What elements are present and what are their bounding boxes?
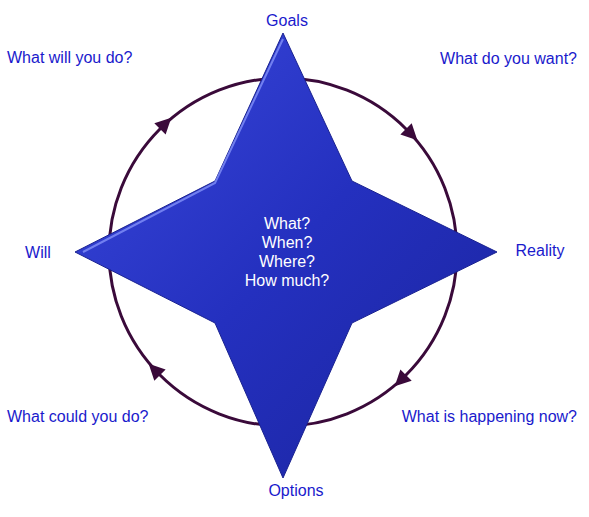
stage-question: What do you want?	[440, 49, 577, 68]
stage-question: What will you do?	[7, 48, 132, 67]
stage-name: Will	[25, 243, 51, 262]
stage-name: Goals	[266, 11, 308, 30]
stage-question: What is happening now?	[402, 407, 577, 426]
center-text: What? When? Where? How much?	[241, 214, 333, 290]
star-highlight	[83, 39, 283, 252]
stage-name: Options	[268, 481, 323, 500]
stage-question: What could you do?	[7, 407, 148, 426]
stage-name: Reality	[516, 241, 565, 260]
